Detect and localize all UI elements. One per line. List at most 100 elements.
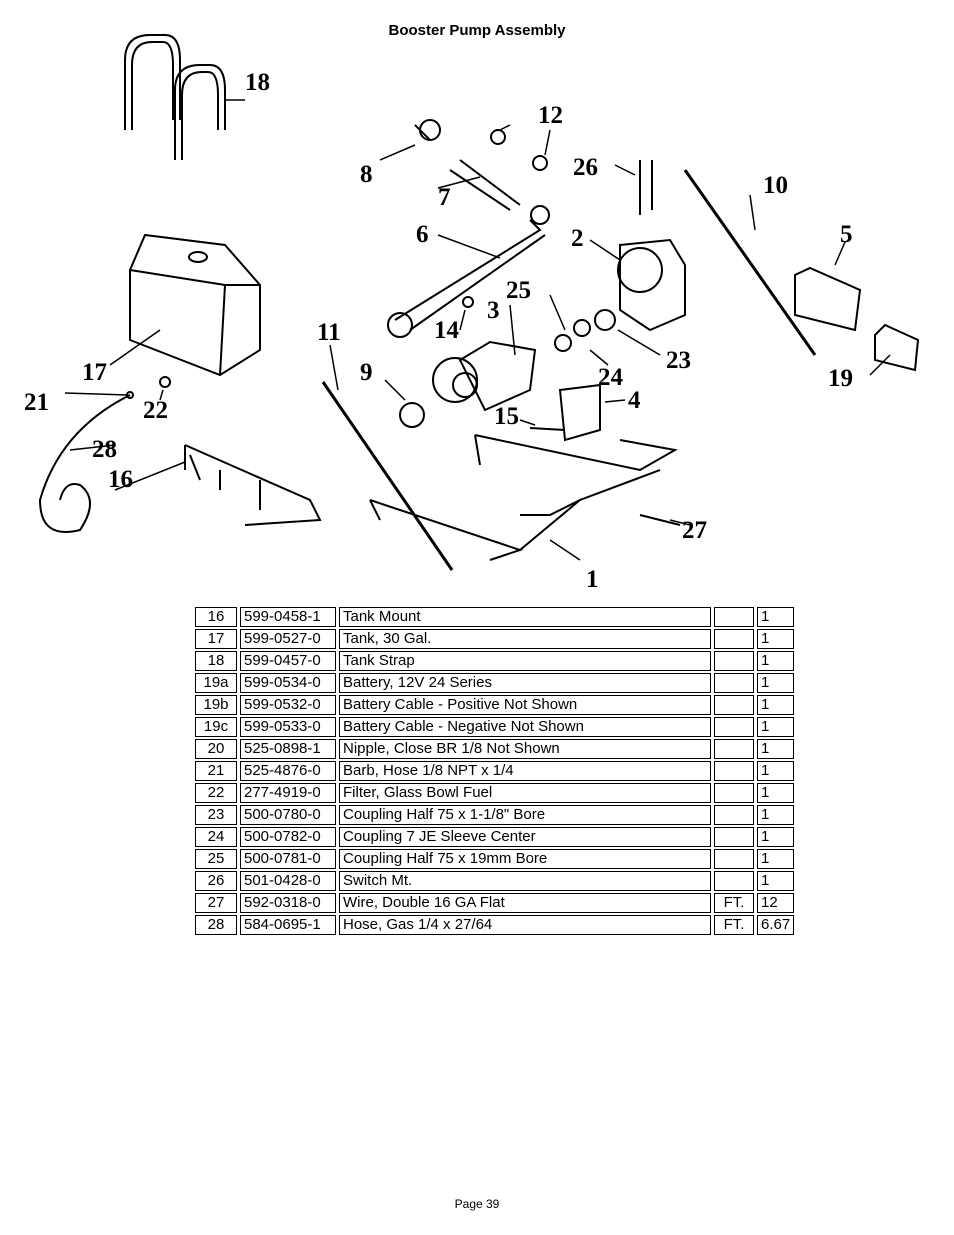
callout-6: 6 <box>416 221 429 248</box>
item-number-cell: 27 <box>195 893 237 913</box>
item-number-cell: 23 <box>195 805 237 825</box>
item-number-cell: 19b <box>195 695 237 715</box>
unit-cell <box>714 739 754 759</box>
unit-cell <box>714 761 754 781</box>
callout-9: 9 <box>360 359 373 386</box>
description-cell: Battery, 12V 24 Series <box>339 673 711 693</box>
callout-16: 16 <box>108 466 133 493</box>
callout-10: 10 <box>763 172 788 199</box>
unit-cell: FT. <box>714 893 754 913</box>
callout-7: 7 <box>438 184 451 211</box>
quantity-cell: 1 <box>757 849 795 869</box>
pipe-drawing <box>394 124 546 331</box>
page-number: Page 39 <box>454 1197 500 1211</box>
callout-5: 5 <box>840 221 853 248</box>
callout-25: 25 <box>506 277 531 304</box>
unit-cell <box>714 849 754 869</box>
item-number-cell: 16 <box>195 607 237 627</box>
item-number-cell: 21 <box>195 761 237 781</box>
callout-15: 15 <box>494 403 519 430</box>
description-cell: Coupling 7 JE Sleeve Center <box>339 827 711 847</box>
quantity-cell: 1 <box>757 871 795 891</box>
callout-24: 24 <box>598 364 624 391</box>
unit-cell <box>714 695 754 715</box>
description-cell: Tank Mount <box>339 607 711 627</box>
item-number-cell: 24 <box>195 827 237 847</box>
callout-4: 4 <box>628 387 641 414</box>
page-title: Booster Pump Assembly <box>388 22 566 39</box>
description-cell: Coupling Half 75 x 1-1/8" Bore <box>339 805 711 825</box>
unit-cell: FT. <box>714 915 754 935</box>
description-cell: Filter, Glass Bowl Fuel <box>339 783 711 803</box>
item-number-cell: 17 <box>195 629 237 649</box>
part-number-cell: 599-0534-0 <box>240 673 336 693</box>
unit-cell <box>714 717 754 737</box>
quantity-cell: 1 <box>757 827 795 847</box>
callout-2: 2 <box>571 225 584 252</box>
unit-cell <box>714 783 754 803</box>
callout-27: 27 <box>682 517 707 544</box>
callout-21: 21 <box>24 389 49 416</box>
part-number-cell: 501-0428-0 <box>240 871 336 891</box>
part-number-cell: 592-0318-0 <box>240 893 336 913</box>
item-number-cell: 22 <box>195 783 237 803</box>
motor-drawing <box>619 238 686 332</box>
item-number-cell: 18 <box>195 651 237 671</box>
part-number-cell: 277-4919-0 <box>240 783 336 803</box>
description-cell: Wire, Double 16 GA Flat <box>339 893 711 913</box>
unit-cell <box>714 673 754 693</box>
part-number-cell: 599-0527-0 <box>240 629 336 649</box>
item-number-cell: 28 <box>195 915 237 935</box>
unit-cell <box>714 607 754 627</box>
fuel-hose-drawing <box>38 394 131 533</box>
quantity-cell: 1 <box>757 761 795 781</box>
quantity-cell: 1 <box>757 783 795 803</box>
part-number-cell: 599-0533-0 <box>240 717 336 737</box>
quantity-cell: 1 <box>757 805 795 825</box>
part-number-cell: 599-0532-0 <box>240 695 336 715</box>
item-number-cell: 19c <box>195 717 237 737</box>
description-cell: Tank, 30 Gal. <box>339 629 711 649</box>
pump-drawing <box>458 340 537 412</box>
callout-3: 3 <box>487 297 500 324</box>
callout-26: 26 <box>573 154 598 181</box>
callout-1: 1 <box>586 566 599 593</box>
description-cell: Barb, Hose 1/8 NPT x 1/4 <box>339 761 711 781</box>
part-number-cell: 500-0781-0 <box>240 849 336 869</box>
description-cell: Coupling Half 75 x 19mm Bore <box>339 849 711 869</box>
unit-cell <box>714 651 754 671</box>
quantity-cell: 1 <box>757 629 795 649</box>
part-number-cell: 500-0780-0 <box>240 805 336 825</box>
description-cell: Battery Cable - Negative Not Shown <box>339 717 711 737</box>
unit-cell <box>714 629 754 649</box>
quantity-cell: 1 <box>757 739 795 759</box>
description-cell: Nipple, Close BR 1/8 Not Shown <box>339 739 711 759</box>
callout-17: 17 <box>82 359 107 386</box>
callout-14: 14 <box>434 317 460 344</box>
quantity-cell: 1 <box>757 651 795 671</box>
quantity-cell: 1 <box>757 673 795 693</box>
callout-23: 23 <box>666 347 691 374</box>
unit-cell <box>714 827 754 847</box>
callout-22: 22 <box>143 397 168 424</box>
part-number-cell: 500-0782-0 <box>240 827 336 847</box>
exploded-assembly-diagram: 18 8 7 6 12 26 2 10 5 17 19 11 14 3 25 9… <box>24 34 920 593</box>
item-number-cell: 25 <box>195 849 237 869</box>
item-number-cell: 26 <box>195 871 237 891</box>
callout-28: 28 <box>92 436 117 463</box>
unit-cell <box>714 805 754 825</box>
tank-strap-drawing <box>124 34 181 130</box>
